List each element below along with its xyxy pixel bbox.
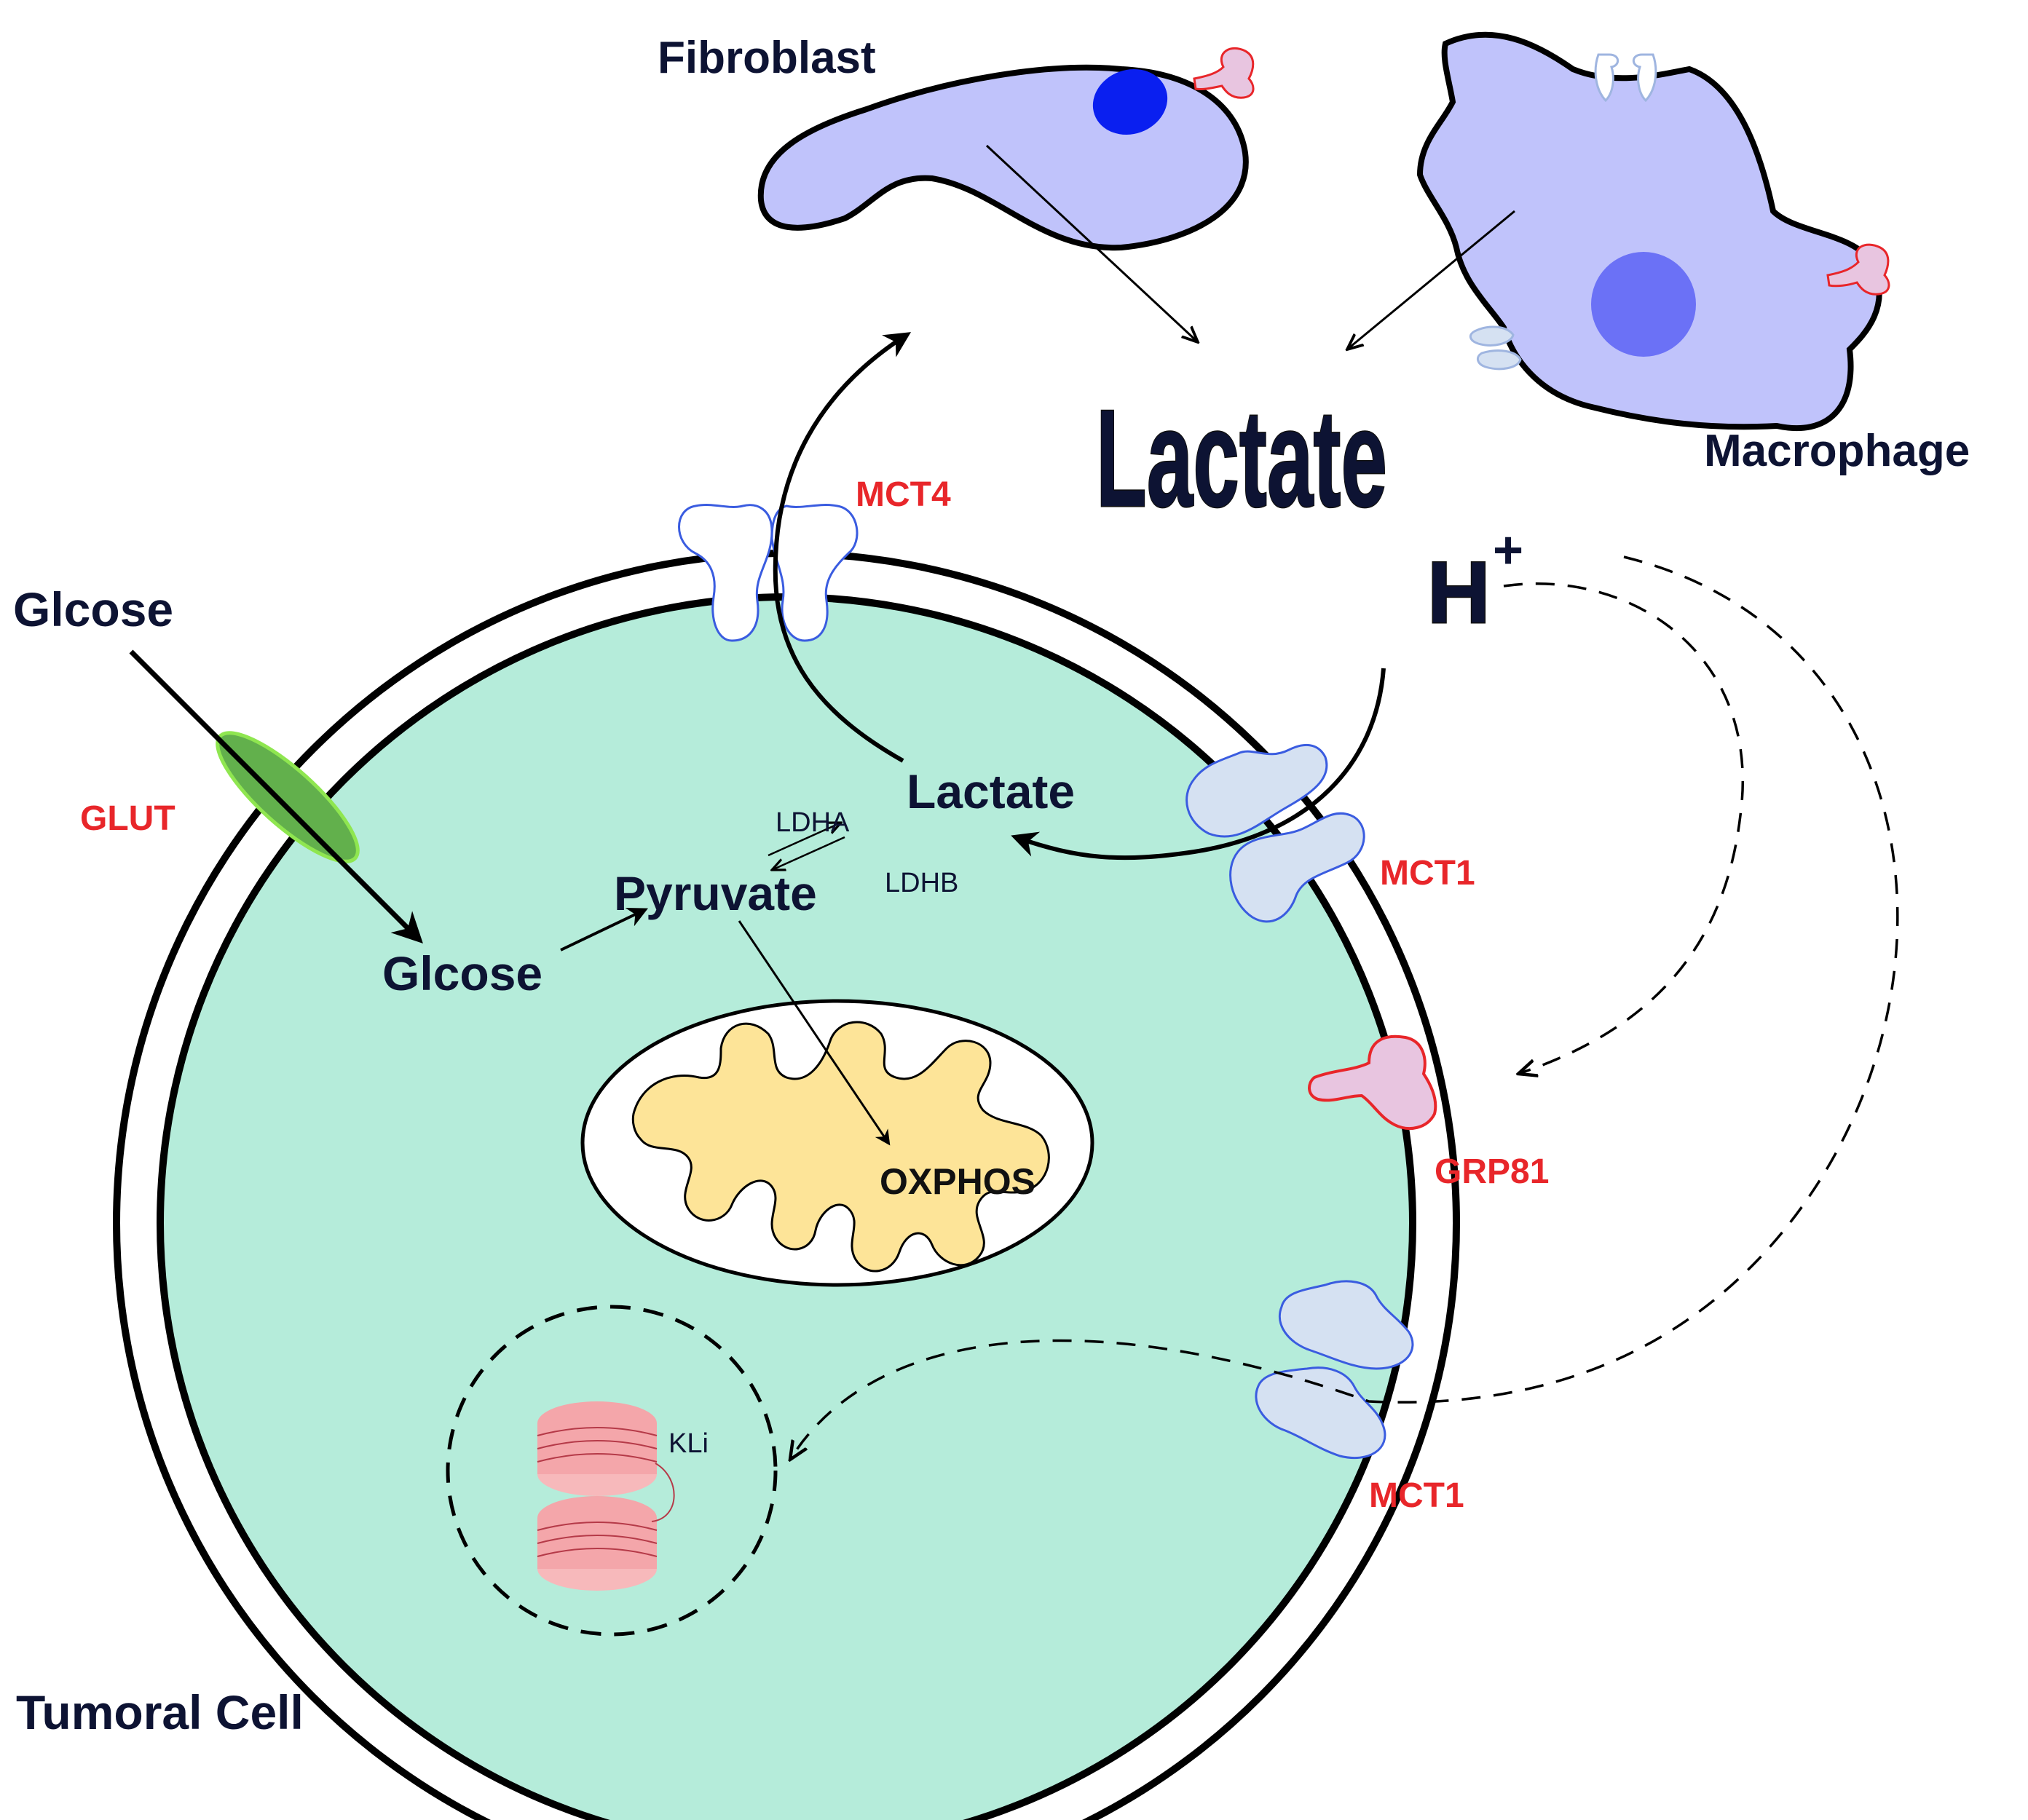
intracellular-lactate-label: Lactate — [907, 764, 1075, 818]
macrophage-cell — [1416, 31, 1890, 432]
macrophage-transporter-icon — [1469, 325, 1522, 371]
extracellular-lactate-label: Lactate — [1096, 381, 1387, 536]
fibroblast-body — [757, 64, 1249, 251]
glucose-inside-label: Glcose — [382, 946, 542, 1000]
mct4-transporter-icon — [678, 504, 859, 642]
mitochondrion — [580, 999, 1094, 1287]
proton-label: H — [1427, 544, 1491, 641]
ldhb-label: LDHB — [885, 868, 958, 898]
mct1-lower-label: MCT1 — [1369, 1476, 1464, 1515]
macrophage-to-lactate-arrow — [1347, 210, 1515, 349]
glucose-uptake-arrow — [129, 649, 423, 943]
histone-icon — [537, 1401, 675, 1591]
grp81-label: GRP81 — [1435, 1152, 1549, 1191]
fibroblast-nucleus — [1092, 68, 1168, 135]
mct4-label: MCT4 — [856, 475, 951, 514]
ldhb-arrow — [772, 836, 845, 870]
glucose-to-pyruvate-arrow — [560, 908, 649, 951]
macrophage-nucleus — [1591, 252, 1696, 357]
ldha-label: LDHA — [776, 807, 850, 838]
kli-label: KLi — [668, 1428, 709, 1459]
lactate-export-arrow — [773, 332, 912, 763]
pyruvate-label: Pyruvate — [614, 866, 817, 920]
fibroblast-receptor-icon — [1193, 47, 1255, 99]
fibroblast-to-lactate-arrow — [985, 144, 1198, 342]
macrophage-receptor-icon — [1826, 243, 1890, 296]
pyruvate-to-oxphos-arrow — [738, 920, 891, 1146]
lactate-to-nucleus-dashed-arrow — [790, 555, 1899, 1460]
lactate-import-arrow — [1011, 668, 1386, 860]
proton-to-grp81-dashed-arrow — [1503, 582, 1745, 1074]
proton-charge-label: + — [1493, 521, 1523, 579]
ldha-arrow — [768, 823, 841, 857]
macrophage-label: Macrophage — [1704, 426, 1970, 476]
mct1-upper-label: MCT1 — [1380, 854, 1475, 893]
oxphos-label: OXPHOS — [880, 1161, 1035, 1202]
fibroblast-label: Fibroblast — [658, 33, 876, 83]
glut-label: GLUT — [80, 799, 175, 838]
nucleus — [446, 1305, 778, 1637]
grp81-receptor-icon — [1308, 1034, 1437, 1130]
tumoral-cell-label: Tumoral Cell — [16, 1685, 304, 1739]
macrophage-body — [1416, 31, 1882, 432]
macrophage-mct-icon — [1594, 53, 1657, 103]
mct1-lower-transporter-icon — [1255, 1280, 1414, 1460]
fibroblast-cell — [757, 47, 1255, 251]
mitochondrion-cristae — [631, 1021, 1050, 1273]
glucose-outside-label: Glcose — [13, 582, 173, 636]
mct1-upper-transporter-icon — [1185, 743, 1365, 923]
nucleus-membrane — [446, 1305, 778, 1637]
glut-transporter-icon — [216, 731, 360, 863]
